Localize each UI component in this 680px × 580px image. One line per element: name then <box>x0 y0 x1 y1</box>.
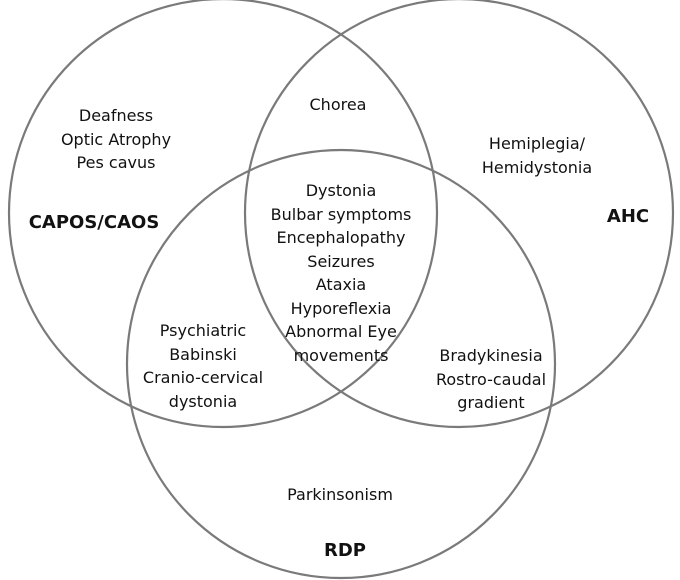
rdp-set-label: RDP <box>324 540 366 561</box>
ahc-circle <box>243 0 675 429</box>
region-item: Bulbar symptoms <box>270 204 412 224</box>
region-item: Ataxia <box>315 275 367 294</box>
rdp-only-region: Parkinsonism <box>287 483 393 507</box>
region-item: Babinski <box>169 344 237 364</box>
ahc-set-label: AHC <box>606 206 650 227</box>
ahc-rdp-region: Bradykinesia Rostro-caudal gradient <box>436 344 546 415</box>
region-item: Pes cavus <box>76 153 156 172</box>
region-item: Encephalopathy <box>276 228 406 247</box>
region-item: Hemidystonia <box>481 157 593 177</box>
region-item: Dystonia <box>305 181 377 200</box>
capos-only-region: Deafness Optic Atrophy Pes cavus <box>61 104 171 175</box>
capos-set-label: CAPOS/CAOS <box>28 212 160 233</box>
region-item: Deafness <box>78 106 154 125</box>
region-item: Cranio-cervical <box>142 368 264 387</box>
region-item: gradient <box>457 393 525 412</box>
region-item: Abnormal Eye <box>285 322 397 341</box>
all-three-region: Dystonia Bulbar symptoms Encephalopathy … <box>271 179 412 367</box>
ahc-only-region: Hemiplegia/ Hemidystonia <box>482 132 592 179</box>
region-item: Parkinsonism <box>287 485 393 504</box>
region-item: Optic Atrophy <box>60 129 172 149</box>
region-item: dystonia <box>168 391 238 411</box>
capos-rdp-region: Psychiatric Babinski Cranio-cervical dys… <box>143 319 263 413</box>
region-item: movements <box>293 345 389 365</box>
region-item: Seizures <box>307 251 375 271</box>
region-item: Psychiatric <box>159 321 247 340</box>
region-item: Bradykinesia <box>439 346 543 365</box>
region-item: Hemiplegia/ <box>488 134 586 153</box>
region-item: Chorea <box>309 95 367 114</box>
region-item: Rostro-caudal <box>435 369 547 389</box>
rdp-circle <box>125 148 557 580</box>
capos-circle <box>7 0 439 429</box>
region-item: Hyporeflexia <box>290 298 392 318</box>
capos-ahc-region: Chorea <box>310 93 367 117</box>
